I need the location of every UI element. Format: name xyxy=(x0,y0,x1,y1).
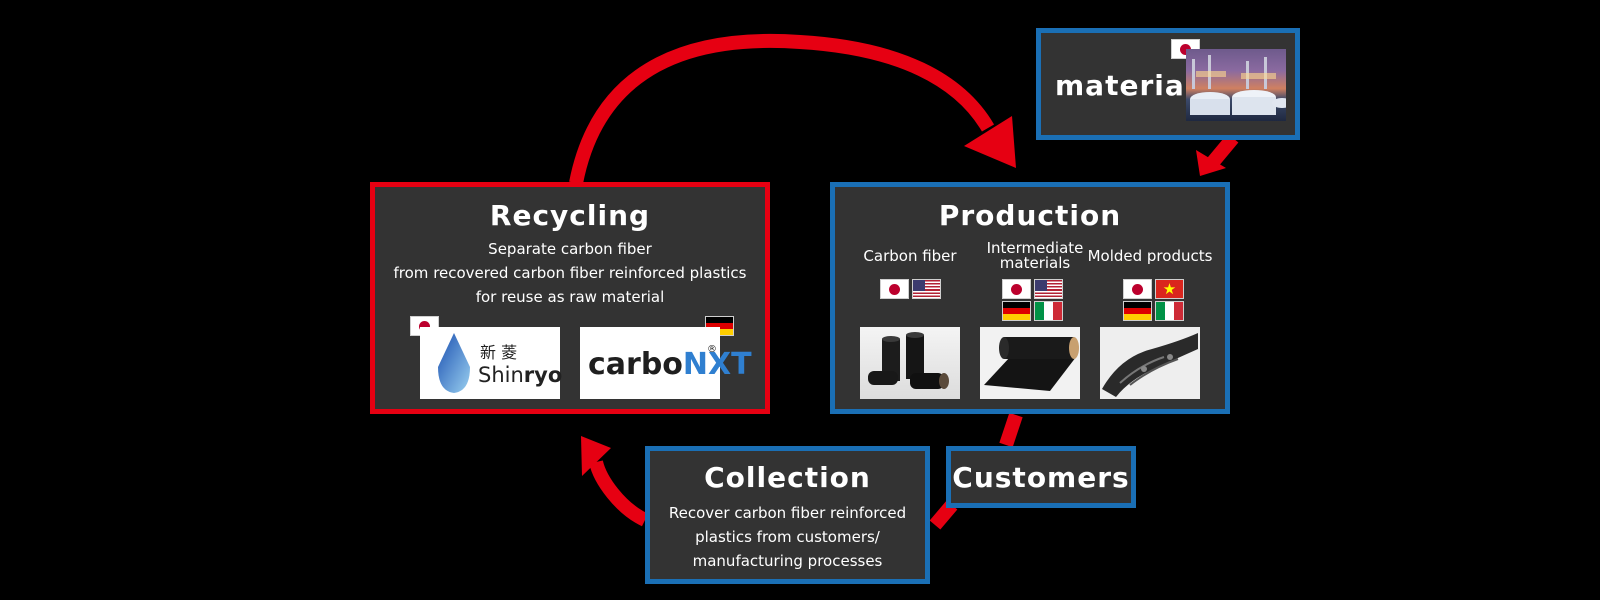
collection-desc-line-2: plastics from customers/ xyxy=(695,528,880,546)
production-column-label: Carbon fiber xyxy=(863,247,957,265)
arrowhead-recycling xyxy=(581,436,611,476)
intermediate-label-line-1: Intermediate xyxy=(986,239,1084,257)
shinryo-name: Shinryo xyxy=(478,363,562,387)
collection-box: Collection Recover carbon fiber reinforc… xyxy=(645,446,930,584)
industrial-plant-photo xyxy=(1186,49,1286,121)
shinryo-drop-icon xyxy=(438,333,470,393)
carbon-sheet-roll-photo xyxy=(980,327,1080,399)
arrowhead-production xyxy=(964,116,1016,168)
collection-description: Recover carbon fiber reinforced plastics… xyxy=(650,501,925,573)
shinryo-name-b: ryo xyxy=(523,363,563,387)
arrow-production-to-customers xyxy=(999,412,1023,448)
arrow-collection-to-recycling xyxy=(589,460,649,527)
arrow-recycling-to-production xyxy=(569,33,995,185)
arrowhead-material xyxy=(1196,150,1226,176)
recycling-desc-line-1: Separate carbon fiber xyxy=(488,240,652,258)
material-title: material xyxy=(1055,69,1196,102)
japan-flag-icon xyxy=(880,279,909,299)
carbonxt-logo: carboNXT ® xyxy=(580,327,752,399)
recycling-desc-line-3: for reuse as raw material xyxy=(475,288,665,306)
production-box: Production Carbon fiber Intermediate mat… xyxy=(830,182,1230,414)
production-title: Production xyxy=(938,199,1122,232)
italy-flag-icon xyxy=(1034,301,1063,321)
molded-part-photo xyxy=(1100,327,1200,399)
production-column-label: Intermediate materials xyxy=(973,241,1097,271)
germany-flag-icon xyxy=(1002,301,1031,321)
carbonxt-name-a: carbo xyxy=(588,347,683,382)
shinryo-name-a: Shin xyxy=(478,363,524,387)
germany-flag-icon xyxy=(1123,301,1152,321)
shinryo-kanji: 新 菱 xyxy=(480,343,518,362)
customers-title: Customers xyxy=(952,461,1130,494)
carbonxt-name-b: NXT xyxy=(682,347,752,382)
arrow-material-to-production xyxy=(1207,133,1239,167)
usa-flag-icon xyxy=(912,279,941,299)
collection-desc-line-1: Recover carbon fiber reinforced xyxy=(668,504,907,522)
japan-flag-icon xyxy=(1123,279,1152,299)
recycling-box: Recycling Separate carbon fiber from rec… xyxy=(370,182,770,414)
collection-desc-line-3: manufacturing processes xyxy=(692,552,883,570)
vietnam-flag-icon xyxy=(1155,279,1184,299)
production-column-label: Molded products xyxy=(1087,247,1213,265)
collection-title: Collection xyxy=(704,461,871,494)
recycling-title: Recycling xyxy=(489,199,651,232)
recycling-desc-line-2: from recovered carbon fiber reinforced p… xyxy=(393,264,747,282)
carbonxt-registered-mark: ® xyxy=(707,344,717,355)
usa-flag-icon xyxy=(1034,279,1063,299)
italy-flag-icon xyxy=(1155,301,1184,321)
material-box: material xyxy=(1036,28,1300,140)
recycling-description: Separate carbon fiber from recovered car… xyxy=(375,237,765,309)
customers-box: Customers xyxy=(946,446,1136,508)
carbon-fiber-spools-photo xyxy=(860,327,960,399)
shinryo-logo: 新 菱 Shinryo xyxy=(420,327,562,399)
japan-flag-icon xyxy=(1002,279,1031,299)
arrow-customers-to-collection xyxy=(929,500,958,530)
carbonxt-name: carboNXT xyxy=(588,347,752,382)
intermediate-label-line-2: materials xyxy=(999,254,1071,272)
